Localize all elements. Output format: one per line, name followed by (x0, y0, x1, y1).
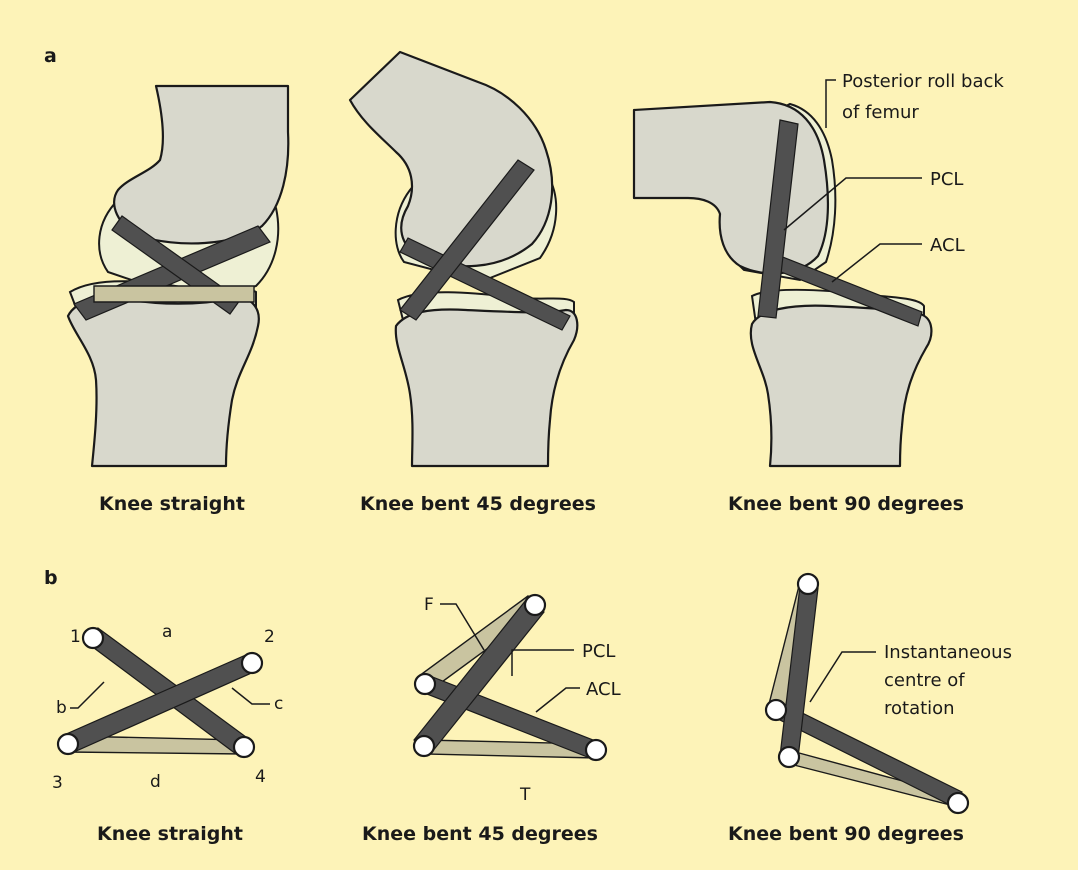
femur-link (94, 286, 254, 302)
pcl-label-a: PCL (930, 169, 963, 190)
link-c-label: c (274, 694, 283, 714)
tibia-label: T (519, 785, 531, 805)
tibia (751, 306, 932, 466)
joint-3 (58, 734, 78, 754)
pcl-leader-b (512, 650, 574, 676)
joint-3 (779, 747, 799, 767)
joint-3 (414, 736, 434, 756)
joint-4 (948, 793, 968, 813)
link-a-label: a (162, 622, 172, 642)
acl-leader-a (832, 244, 922, 282)
icr-label-line3: rotation (884, 698, 955, 719)
tibia (396, 310, 577, 466)
femur (634, 102, 828, 273)
acl-leader-b (536, 688, 580, 712)
linkage-knee-bent-45 (414, 595, 606, 760)
caption-a-45: Knee bent 45 degrees (360, 493, 596, 515)
acl-label-b: ACL (586, 679, 621, 700)
joint-1 (766, 700, 786, 720)
link-d-label: d (150, 772, 161, 792)
caption-b-90: Knee bent 90 degrees (728, 823, 964, 845)
link-c-leader (232, 688, 270, 704)
joint-4 (234, 737, 254, 757)
panel-a-label: a (44, 45, 57, 67)
acl-label-a: ACL (930, 235, 965, 256)
femur-label: F (424, 595, 434, 615)
icr-label-line1: Instantaneous (884, 642, 1012, 663)
caption-b-straight: Knee straight (97, 823, 243, 845)
roll-back-leader (826, 80, 836, 128)
roll-back-label-line1: Posterior roll back (842, 71, 1004, 92)
linkage-knee-bent-90 (766, 574, 968, 813)
femur (350, 52, 552, 266)
knee-bent-90-illustration (634, 102, 931, 466)
point-4-label: 4 (255, 767, 266, 787)
joint-2 (798, 574, 818, 594)
joint-2 (242, 653, 262, 673)
caption-b-45: Knee bent 45 degrees (362, 823, 598, 845)
icr-leader (810, 652, 876, 702)
point-2-label: 2 (264, 627, 275, 647)
joint-4 (586, 740, 606, 760)
caption-a-90: Knee bent 90 degrees (728, 493, 964, 515)
pcl-label-b: PCL (582, 641, 615, 662)
knee-straight-illustration (68, 86, 288, 466)
joint-1 (83, 628, 103, 648)
knee-bent-45-illustration (350, 52, 577, 466)
point-3-label: 3 (52, 773, 63, 793)
roll-back-label-line2: of femur (842, 102, 919, 123)
point-1-label: 1 (70, 627, 81, 647)
link-b-leader (70, 682, 104, 708)
femur (114, 86, 288, 243)
icr-label-line2: centre of (884, 670, 965, 691)
joint-2 (525, 595, 545, 615)
link-b-label: b (56, 698, 67, 718)
caption-a-straight: Knee straight (99, 493, 245, 515)
panel-b-label: b (44, 567, 58, 589)
joint-1 (415, 674, 435, 694)
tibia (68, 298, 259, 466)
